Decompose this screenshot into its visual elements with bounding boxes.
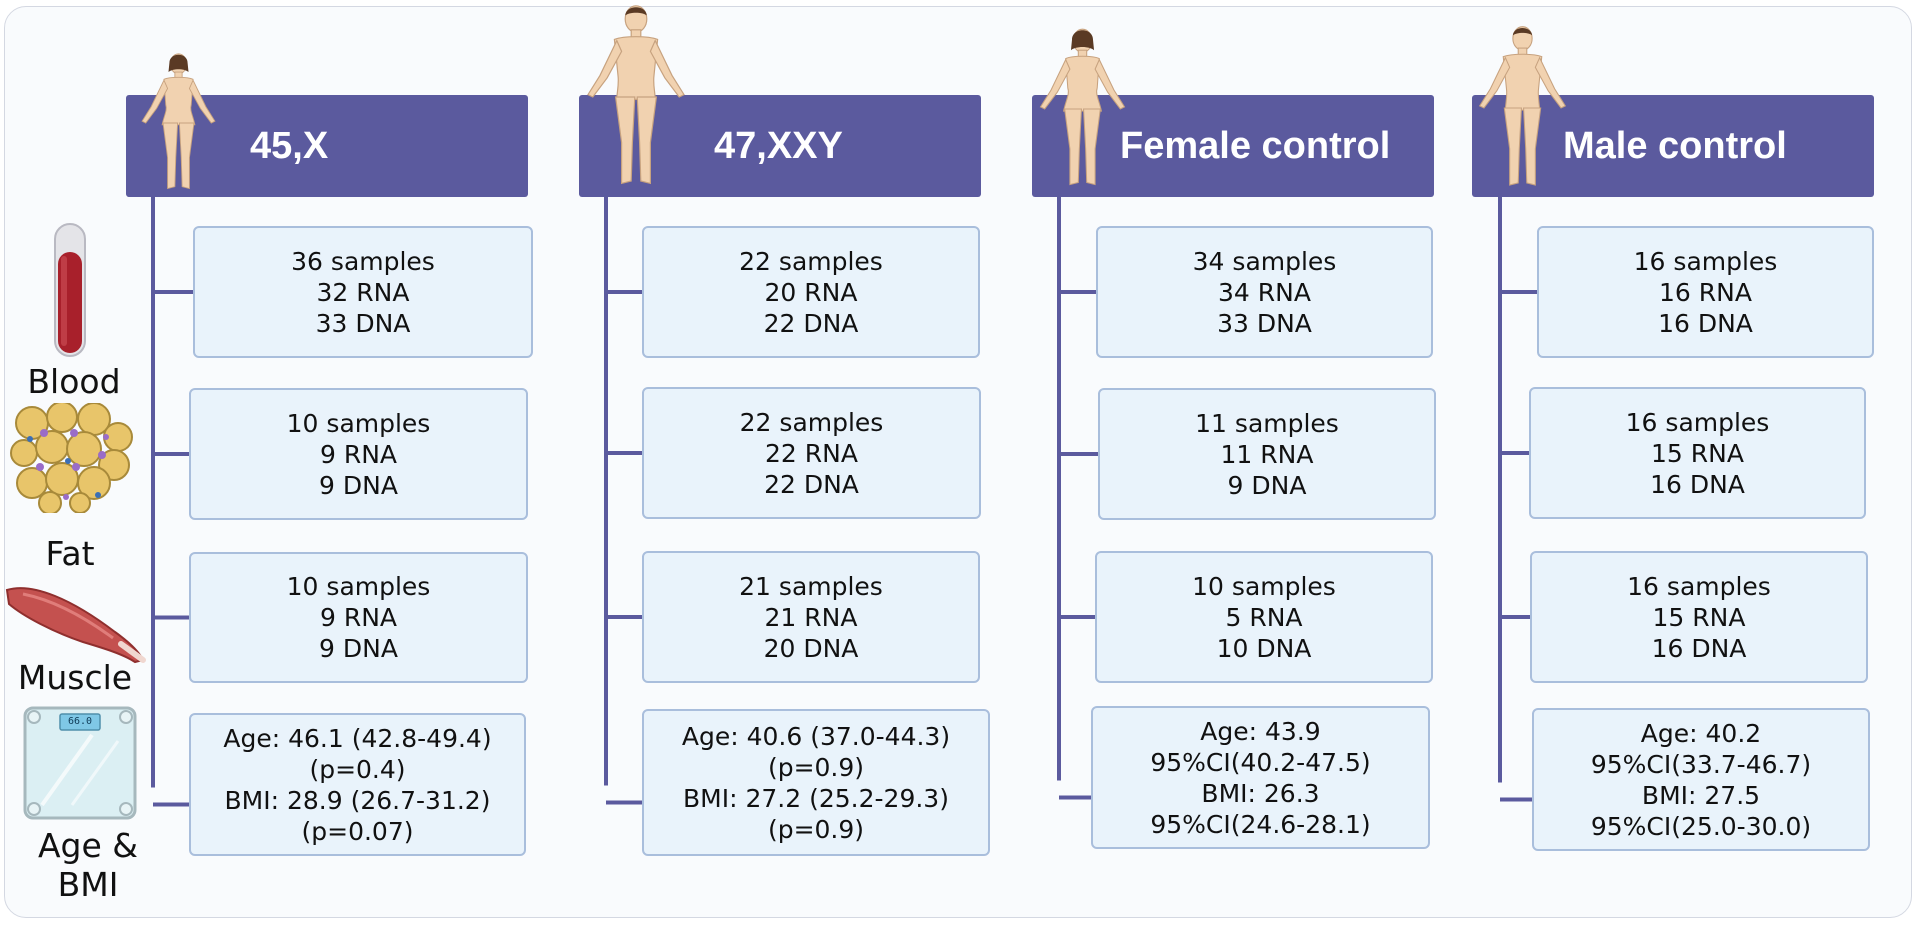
box-line: 34 samples bbox=[1192, 246, 1337, 276]
box-line: 22 RNA bbox=[765, 438, 858, 468]
box-line: 16 samples bbox=[1633, 246, 1778, 276]
blood-tube-icon bbox=[54, 223, 86, 357]
scale-readout: 66.0 bbox=[67, 716, 93, 727]
person-figure-3 bbox=[1478, 26, 1566, 186]
box-line: Age: 46.1 (42.8-49.4) bbox=[223, 723, 492, 753]
age-bmi-label-line1: Age & bbox=[37, 826, 139, 865]
box-line: 22 samples bbox=[739, 407, 884, 437]
group-label: Female control bbox=[1120, 124, 1391, 167]
box-line: 9 DNA bbox=[319, 470, 398, 500]
box-line: 21 samples bbox=[739, 571, 883, 601]
age-bmi-label-line2: BMI bbox=[57, 865, 119, 904]
box-line: 36 samples bbox=[291, 246, 435, 276]
age-bmi-box: Age: 40.6 (37.0-44.3)(p=0.9)BMI: 27.2 (2… bbox=[642, 709, 990, 856]
box-line: 16 DNA bbox=[1658, 308, 1753, 338]
box-line: 22 DNA bbox=[763, 308, 859, 338]
group-header-0: 45,X bbox=[126, 95, 528, 197]
muscle-icon bbox=[5, 587, 146, 664]
box-line: 15 RNA bbox=[1652, 602, 1746, 632]
box-line: 16 samples bbox=[1625, 407, 1770, 437]
box-line: 16 DNA bbox=[1650, 469, 1745, 499]
group-label: 47,XXY bbox=[714, 124, 843, 167]
group-header-2: Female control bbox=[1032, 95, 1434, 197]
age-bmi-label: Age & BMI bbox=[28, 826, 148, 904]
box-line: BMI: 26.3 bbox=[1201, 778, 1320, 808]
box-line: 32 RNA bbox=[316, 277, 410, 307]
box-line: 5 RNA bbox=[1225, 602, 1303, 632]
box-line: 15 RNA bbox=[1651, 438, 1744, 468]
box-line: BMI: 27.5 bbox=[1641, 780, 1761, 810]
box-line: 16 DNA bbox=[1651, 633, 1747, 663]
box-line: 9 RNA bbox=[319, 439, 398, 469]
fat-cells-icon bbox=[10, 403, 133, 513]
box-line: 33 DNA bbox=[1217, 308, 1312, 338]
box-line: 10 samples bbox=[1192, 571, 1336, 601]
age-bmi-box: Age: 46.1 (42.8-49.4)(p=0.4)BMI: 28.9 (2… bbox=[189, 713, 526, 856]
box-line: 95%CI(25.0-30.0) bbox=[1590, 811, 1812, 841]
box-line: BMI: 27.2 (25.2-29.3) bbox=[683, 783, 949, 813]
box-line: 16 samples bbox=[1627, 571, 1771, 601]
box-line: 95%CI(24.6-28.1) bbox=[1150, 809, 1371, 839]
box-line: 95%CI(33.7-46.7) bbox=[1590, 749, 1812, 779]
group-label: 45,X bbox=[250, 124, 329, 167]
group-label: Male control bbox=[1563, 124, 1787, 167]
box-line: (p=0.9) bbox=[767, 814, 865, 844]
fat-label: Fat bbox=[45, 534, 95, 573]
box-line: 11 samples bbox=[1195, 408, 1339, 438]
box-line: 22 DNA bbox=[764, 469, 859, 499]
box-line: 9 DNA bbox=[1227, 470, 1307, 500]
box-line: 10 samples bbox=[286, 572, 431, 601]
person-figure-2 bbox=[1039, 28, 1125, 186]
box-line: 10 DNA bbox=[1216, 633, 1312, 663]
box-line: 20 RNA bbox=[764, 277, 858, 307]
box-line: 21 RNA bbox=[764, 602, 858, 632]
person-figure-1 bbox=[587, 5, 685, 185]
box-line: (p=0.4) bbox=[309, 754, 406, 784]
blood-label: Blood bbox=[27, 362, 121, 401]
box-line: (p=0.9) bbox=[767, 752, 865, 782]
muscle-label: Muscle bbox=[17, 658, 133, 697]
box-line: Age: 40.2 bbox=[1640, 718, 1762, 748]
box-line: 34 RNA bbox=[1218, 277, 1311, 307]
box-line: 9 RNA bbox=[319, 603, 398, 632]
box-line: 16 RNA bbox=[1659, 277, 1752, 307]
box-line: Age: 43.9 bbox=[1200, 716, 1321, 746]
scale-icon: 66.0 bbox=[22, 705, 138, 821]
box-line: 11 RNA bbox=[1220, 439, 1314, 469]
box-line: (p=0.07) bbox=[301, 816, 414, 846]
box-line: 10 samples bbox=[286, 408, 431, 438]
box-line: 9 DNA bbox=[319, 634, 398, 663]
box-line: BMI: 28.9 (26.7-31.2) bbox=[224, 785, 491, 815]
box-line: 22 samples bbox=[739, 246, 883, 276]
box-line: 95%CI(40.2-47.5) bbox=[1150, 747, 1371, 777]
box-line: 20 DNA bbox=[763, 633, 859, 663]
box-line: Age: 40.6 (37.0-44.3) bbox=[681, 721, 951, 751]
person-figure-0 bbox=[140, 53, 216, 190]
box-line: 33 DNA bbox=[315, 308, 411, 338]
